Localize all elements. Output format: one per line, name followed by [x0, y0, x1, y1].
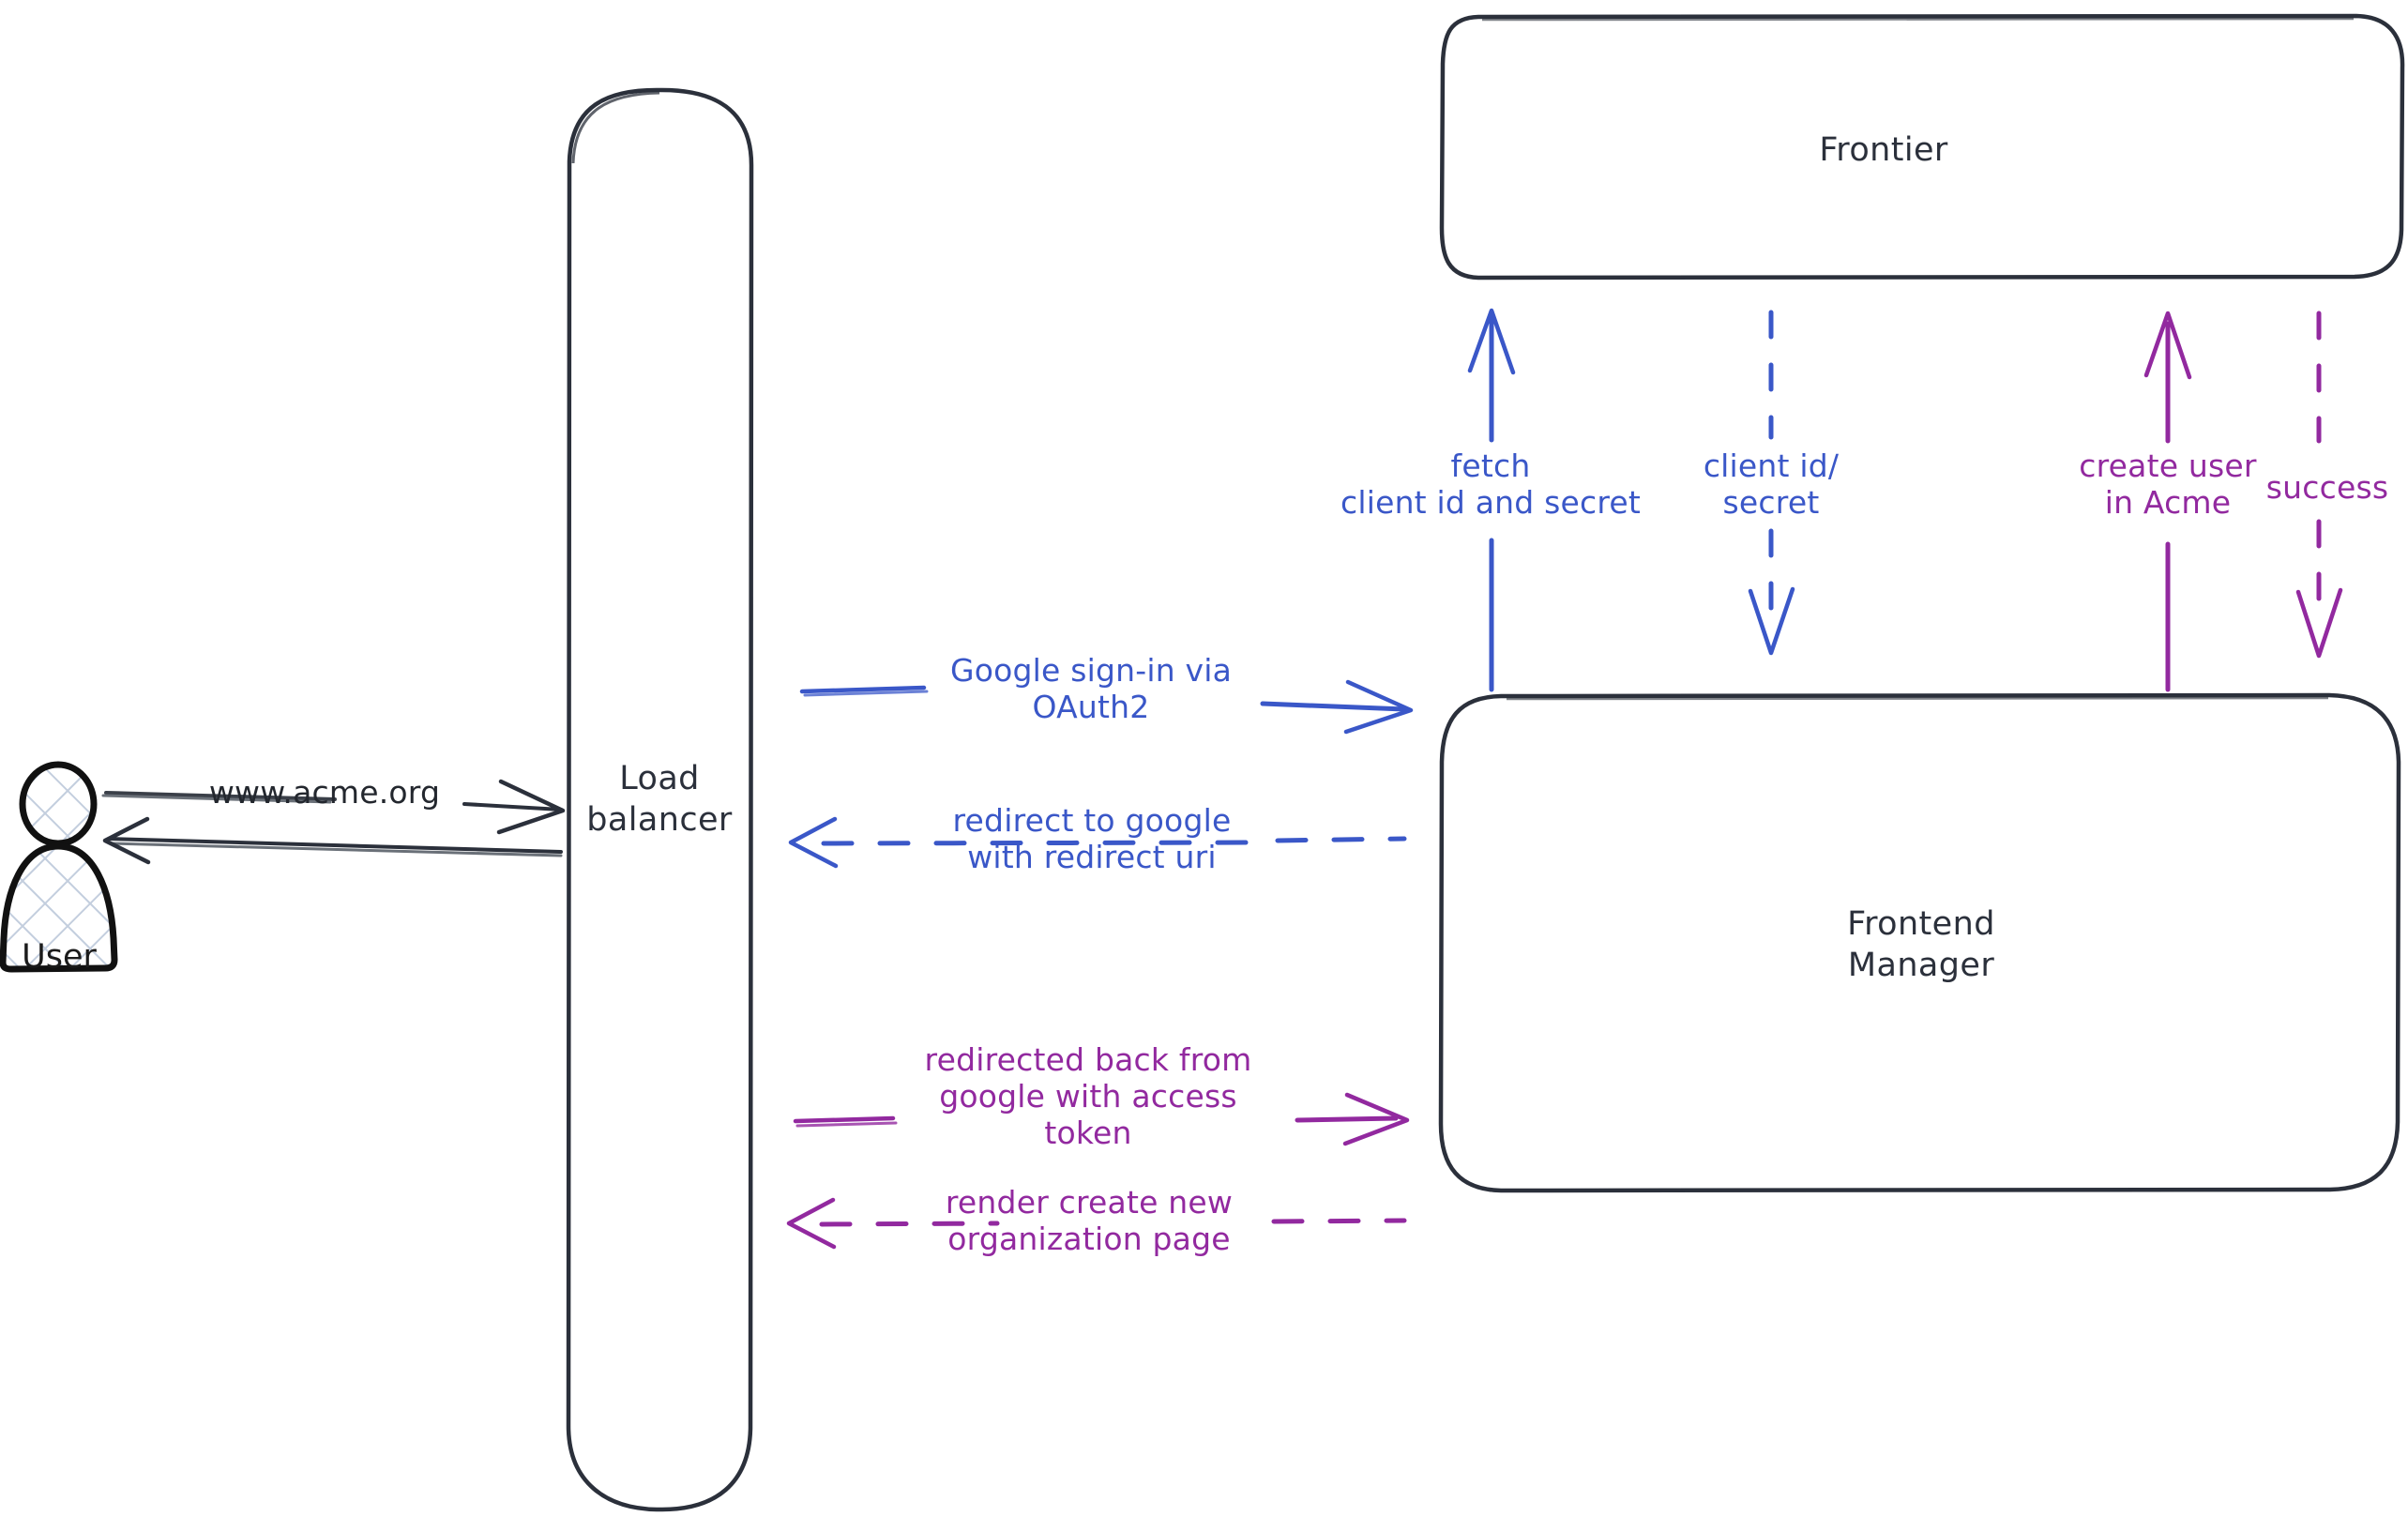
edge-lb-to-user: [102, 816, 563, 865]
node-frontend-manager[interactable]: [1438, 692, 2401, 1193]
edge-lb-to-fm-token: [793, 1092, 1410, 1146]
user-actor-icon[interactable]: [0, 761, 118, 973]
edge-lb-to-fm-signin: [799, 679, 1414, 735]
node-load-balancer[interactable]: [566, 87, 754, 1512]
node-frontier[interactable]: [1439, 13, 2405, 281]
edge-user-to-lb: [101, 779, 566, 835]
edge-frontier-to-fm-success: [2295, 311, 2343, 659]
edge-fm-to-lb-render: [786, 1197, 1407, 1250]
edge-fm-to-frontier-create: [2143, 311, 2192, 692]
edge-fm-to-frontier-fetch: [1467, 308, 1516, 692]
edge-frontier-to-fm-creds: [1748, 310, 1795, 656]
edge-fm-to-lb-redirect: [788, 816, 1407, 869]
